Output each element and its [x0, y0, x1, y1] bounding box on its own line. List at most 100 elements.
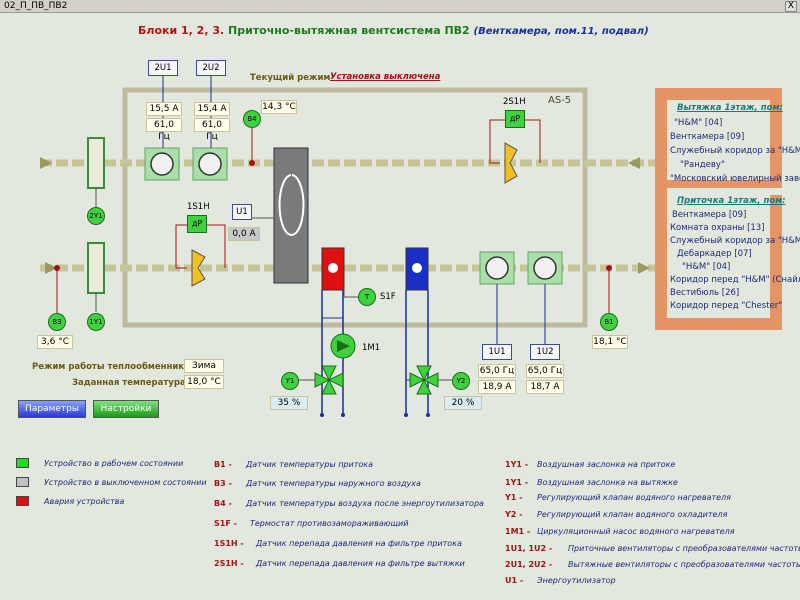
damper-2y1-label[interactable]: 2Y1 [87, 207, 105, 225]
sensor-b4-value: 14,3 °C [261, 100, 297, 114]
sensor-b3-value: 3,6 °C [37, 335, 73, 349]
setpoint-value[interactable]: 18,0 °C [184, 375, 224, 389]
legend-text: Регулирующий клапан водяного нагревателя [537, 493, 731, 502]
legend-text: Циркуляционный насос водяного нагревател… [537, 527, 735, 536]
legend-text: Энергоутилизатор [537, 576, 616, 585]
brick-wall-supply [655, 190, 782, 330]
page-title: Блоки 1, 2, 3. Приточно-вытяжная вентсис… [138, 24, 649, 37]
parameters-button[interactable]: Параметры [18, 400, 86, 418]
sensor-b4[interactable]: B4 [243, 110, 261, 128]
legend-text: Датчик температуры притока [246, 460, 373, 469]
legend-key: 2U1, 2U2 - [505, 560, 553, 569]
legend-key: 1M1 - [505, 527, 531, 536]
fan-1u1-label[interactable]: 1U1 [482, 344, 512, 360]
list-item: "H&M" [04] [674, 118, 723, 128]
damper-1y1-label[interactable]: 1Y1 [87, 313, 105, 331]
filter-supply [191, 249, 206, 287]
legend-ok-text: Устройство в рабочем состоянии [44, 459, 184, 468]
fan-1u2-label[interactable]: 1U2 [530, 344, 560, 360]
fan-2u1-label[interactable]: 2U1 [148, 60, 178, 76]
sensor-b3[interactable]: B3 [48, 313, 66, 331]
exchanger-mode-label: Режим работы теплообменника: [32, 362, 194, 372]
legend-key: 2S1H - [214, 559, 244, 568]
supply-arrow-right [638, 262, 650, 274]
supply-arrow-left [45, 262, 57, 274]
exhaust-arrow-right [628, 157, 640, 169]
legend-text: Датчик температуры воздуха после энергоу… [246, 499, 484, 508]
setpoint-label: Заданная температура: [72, 378, 190, 388]
list-item: Служебный коридор за "H&M" [670, 146, 800, 156]
exhaust-arrow-left [40, 157, 52, 169]
legend-alarm-swatch [16, 496, 29, 506]
exhaust-list-title: Вытяжка 1этаж, пом: [677, 103, 783, 113]
valve-y1-value: 35 % [270, 396, 308, 410]
mode-label: Текущий режим [250, 73, 331, 83]
thermostat-t[interactable]: T [358, 288, 376, 306]
legend-off-swatch [16, 477, 29, 487]
legend-text: Датчик перепада давления на фильтре вытя… [256, 559, 465, 568]
legend-text: Приточные вентиляторы с преобразователям… [568, 544, 800, 553]
settings-button[interactable]: Настройки [93, 400, 159, 418]
legend-text: Регулирующий клапан водяного охладителя [537, 510, 728, 519]
legend-key: B3 - [214, 479, 232, 488]
exchanger-mode-value[interactable]: Зима [184, 359, 224, 373]
valve-y2 [409, 372, 426, 388]
close-button[interactable]: X [785, 1, 797, 12]
title-system: Приточно-вытяжная вентсистема ПВ2 [228, 24, 470, 37]
pump-1m1-label: 1M1 [362, 343, 381, 353]
fan-2u2-freq: 61,0 Гц [194, 118, 230, 142]
dp-sensor-2s1h[interactable]: дР [505, 110, 525, 128]
fan-2u2-label[interactable]: 2U2 [196, 60, 226, 76]
dp-sensor-1s1h[interactable]: дР [187, 215, 207, 233]
fan-1u1-current: 18,9 А [478, 380, 516, 394]
fan-1u2-freq: 65,0 Гц [526, 364, 564, 378]
recuperator-label[interactable]: U1 [232, 204, 252, 220]
list-item: Коридор перед "H&M" (Снайлик) [670, 275, 800, 285]
title-location: (Венткамера, пом.11, подвал) [473, 26, 649, 37]
filter-1s1h-label: 1S1H [187, 202, 210, 212]
mode-value: Установка выключена [330, 72, 441, 82]
valve-y1-label[interactable]: Y1 [281, 372, 299, 390]
legend-alarm-text: Авария устройства [44, 497, 125, 506]
damper-1y1 [87, 242, 105, 294]
brick-wall-exhaust [655, 88, 782, 198]
legend-key: B4 - [214, 499, 232, 508]
legend-ok-swatch [16, 458, 29, 468]
legend-text: Датчик температуры наружного воздуха [246, 479, 421, 488]
sensor-b1[interactable]: B1 [600, 313, 618, 331]
damper-2y1 [87, 137, 105, 189]
fan-2u2-current: 15,4 А [194, 102, 230, 116]
legend-key: S1F - [214, 519, 237, 528]
legend-text: Воздушная заслонка на притоке [537, 460, 676, 469]
list-item: Комната охраны [13] [670, 223, 765, 233]
valve-y2-value: 20 % [444, 396, 482, 410]
sensor-b1-value: 18,1 °C [592, 335, 628, 349]
filter-exhaust [504, 142, 518, 184]
thermostat-s1f-label: S1F [380, 292, 396, 302]
legend-key: Y2 - [505, 510, 523, 519]
list-item: "Рандеву" [680, 160, 725, 170]
legend-text: Воздушная заслонка на вытяжке [537, 478, 678, 487]
legend-text: Датчик перепада давления на фильтре прит… [256, 539, 462, 548]
list-item: Дебаркадер [07] [677, 249, 752, 259]
legend-key: 1U1, 1U2 - [505, 544, 553, 553]
list-item: Служебный коридор за "H&M" [670, 236, 800, 246]
legend-key: 1Y1 - [505, 478, 529, 487]
fan-1u1-freq: 65,0 Гц [478, 364, 516, 378]
list-item: Коридор перед "Chester" [670, 301, 783, 311]
list-item: Вестибюль [26] [670, 288, 740, 298]
list-item: "Московский ювелирный завод" [670, 174, 800, 184]
title-blocks: Блоки 1, 2, 3. [138, 24, 225, 37]
legend-text: Термостат противозамораживающий [250, 519, 409, 528]
title-bar: 02_П_ПВ_ПВ2 X [0, 0, 800, 13]
valve-y2-label[interactable]: Y2 [452, 372, 470, 390]
fan-1u2-current: 18,7 А [526, 380, 564, 394]
list-item: Венткамера [09] [672, 210, 747, 220]
recuperator-value: 0,0 А [228, 227, 260, 241]
legend-key: 1Y1 - [505, 460, 529, 469]
legend-key: B1 - [214, 460, 232, 469]
fan-2u1-current: 15,5 А [146, 102, 182, 116]
filter-2s1h-label: 2S1H [503, 97, 526, 107]
